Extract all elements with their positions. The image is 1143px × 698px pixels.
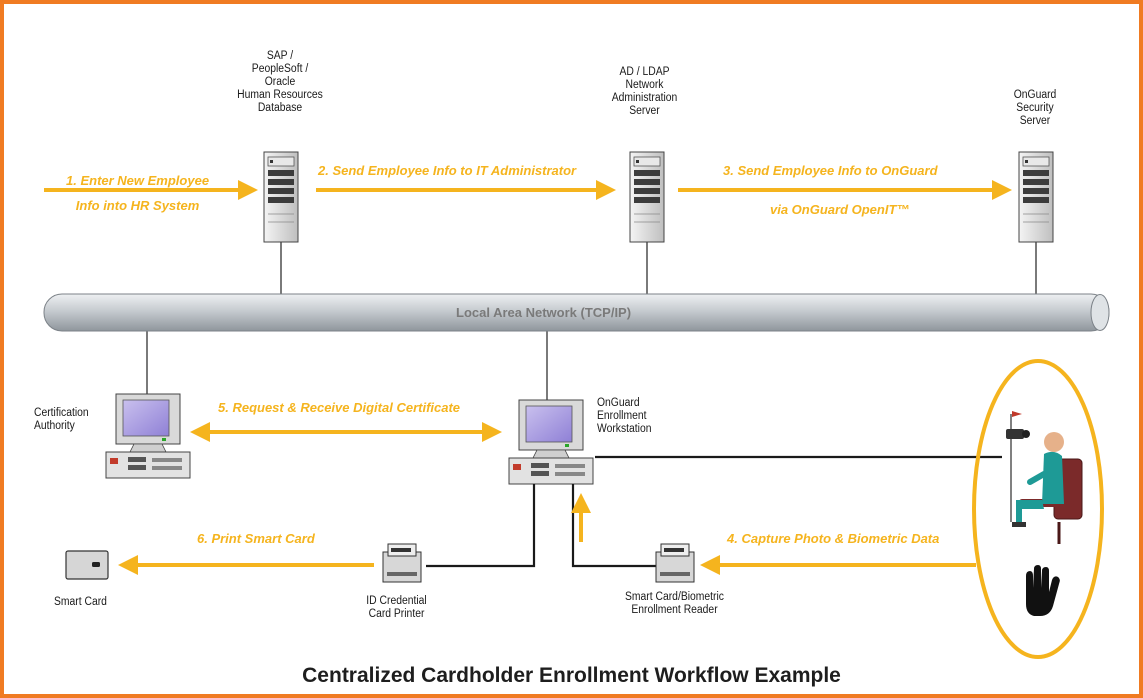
hr-database-label-line: Human Resources bbox=[237, 89, 323, 101]
network-label: Local Area Network (TCP/IP) bbox=[456, 305, 632, 320]
card-printer-label-line: ID Credential bbox=[366, 595, 427, 607]
onguard-server-label-line: Security bbox=[1016, 102, 1054, 114]
cert-authority-label-line: Authority bbox=[34, 420, 75, 432]
enrollment-reader-label-line: Enrollment Reader bbox=[631, 604, 718, 616]
step-4-label: 4. Capture Photo & Biometric Data bbox=[727, 531, 940, 546]
smart-card-label: Smart Card bbox=[54, 596, 126, 609]
onguard-server-label-line: OnGuard bbox=[1013, 89, 1057, 101]
workflow-arrows bbox=[44, 180, 1012, 575]
smart-card-label-line: Smart Card bbox=[54, 596, 107, 608]
ldap-server-label-line: AD / LDAP bbox=[619, 66, 670, 78]
network-connectors bbox=[146, 242, 1037, 400]
card-printer-label-line: Card Printer bbox=[368, 608, 425, 620]
ldap-server-label-line: Administration bbox=[611, 92, 678, 104]
ldap-server-label: AD / LDAP Network Administration Server bbox=[604, 66, 685, 118]
step-3-label: 3. Send Employee Info to OnGuard bbox=[723, 163, 938, 178]
lan-bus bbox=[43, 293, 1110, 332]
hand-biometric-icon bbox=[1026, 565, 1060, 616]
step-3-sub-label: via OnGuard OpenIT™ bbox=[770, 202, 910, 217]
onguard-server-icon bbox=[1018, 151, 1054, 243]
diagram-title: Centralized Cardholder Enrollment Workfl… bbox=[302, 664, 841, 687]
cert-authority-label-line: Certification bbox=[34, 407, 89, 419]
smart-card-icon bbox=[65, 550, 109, 580]
enrollment-reader-label-line: Smart Card/Biometric bbox=[625, 591, 724, 603]
hr-database-server-icon bbox=[263, 151, 299, 243]
onguard-server-label: OnGuard Security Server bbox=[999, 89, 1071, 128]
step-6-label: 6. Print Smart Card bbox=[197, 531, 315, 546]
step-1-line: 1. Enter New Employee bbox=[66, 173, 210, 188]
step-2-label: 2. Send Employee Info to IT Administrato… bbox=[318, 163, 577, 178]
ldap-server-label-line: Server bbox=[629, 105, 660, 117]
enrollment-reader-icon bbox=[655, 543, 695, 583]
hr-database-label-line: Oracle bbox=[264, 76, 296, 88]
onguard-server-label-line: Server bbox=[1019, 115, 1051, 127]
cert-authority-label: Certification Authority bbox=[34, 407, 106, 433]
hr-database-label-line: Database bbox=[257, 102, 303, 114]
enrollment-workstation-label-line: Workstation bbox=[597, 423, 652, 435]
card-printer-label: ID Credential Card Printer bbox=[356, 595, 437, 621]
ldap-server-label-line: Network bbox=[625, 79, 664, 91]
enrollment-workstation-label: OnGuard Enrollment Workstation bbox=[597, 397, 669, 436]
enrollment-reader-label: Smart Card/Biometric Enrollment Reader bbox=[616, 591, 733, 617]
enrollment-workstation-label-line: Enrollment bbox=[597, 410, 647, 422]
biometric-capture-zone bbox=[972, 359, 1104, 659]
step-5-label: 5. Request & Receive Digital Certificate bbox=[218, 400, 461, 415]
step-1-line: Info into HR System bbox=[75, 198, 200, 213]
cert-authority-computer-icon bbox=[105, 393, 191, 479]
hr-database-label-line: PeopleSoft / bbox=[251, 63, 309, 75]
ldap-server-icon bbox=[629, 151, 665, 243]
hr-database-label: SAP / PeopleSoft / Oracle Human Resource… bbox=[235, 50, 325, 115]
step-1-label: 1. Enter New Employee Info into HR Syste… bbox=[66, 168, 209, 218]
hr-database-label-line: SAP / bbox=[266, 50, 294, 62]
person-icon bbox=[1012, 432, 1083, 544]
enrollment-workstation-label-line: OnGuard bbox=[597, 397, 640, 409]
card-printer-icon bbox=[382, 543, 422, 583]
enrollment-workstation-computer-icon bbox=[508, 399, 594, 485]
